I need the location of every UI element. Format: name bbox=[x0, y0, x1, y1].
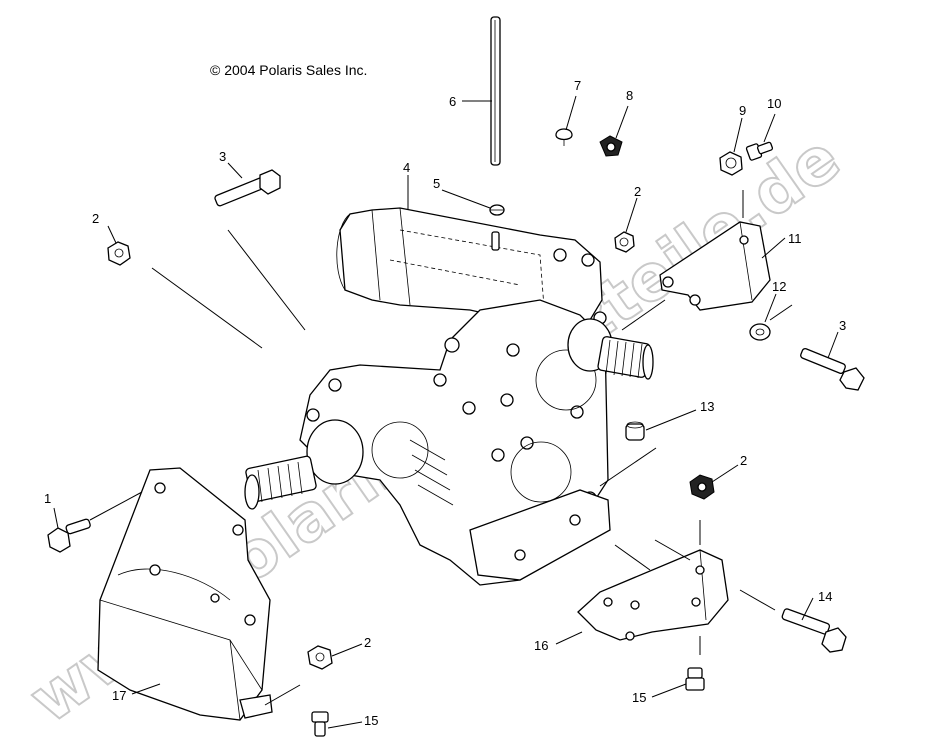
guard-plate-part-17 bbox=[97, 467, 273, 721]
callout-17: 17 bbox=[112, 688, 126, 703]
bracket-part-11 bbox=[659, 221, 771, 311]
clamp-part-7 bbox=[555, 128, 573, 146]
callout-2b: 2 bbox=[634, 184, 641, 199]
bolt-part-3-right bbox=[800, 348, 865, 391]
copyright-notice: © 2004 Polaris Sales Inc. bbox=[210, 62, 368, 78]
transmission-housing-part-4 bbox=[244, 207, 654, 586]
plug-part-5 bbox=[489, 204, 505, 216]
callout-16: 16 bbox=[534, 638, 548, 653]
leader-lines bbox=[53, 95, 839, 729]
callout-5: 5 bbox=[433, 176, 440, 191]
callout-7: 7 bbox=[574, 78, 581, 93]
nut-part-2-right bbox=[689, 474, 715, 500]
nut-part-2-bottom bbox=[307, 645, 333, 670]
rod-part-6 bbox=[490, 16, 501, 166]
callout-3b: 3 bbox=[839, 318, 846, 333]
bolt-part-14 bbox=[781, 608, 847, 653]
mount-bracket-part-16 bbox=[577, 549, 729, 641]
callout-6: 6 bbox=[449, 94, 456, 109]
callout-labels: 1 2 2 2 2 3 3 4 5 6 7 8 9 10 11 12 13 14… bbox=[44, 78, 846, 728]
bolt-part-10 bbox=[745, 141, 774, 161]
nut-part-2-left bbox=[107, 241, 131, 266]
bolt-part-1 bbox=[47, 518, 91, 553]
bolt-part-15-bottom bbox=[311, 711, 329, 737]
clip-part-8 bbox=[599, 135, 623, 157]
callout-3a: 3 bbox=[219, 149, 226, 164]
bolt-part-15-right bbox=[685, 667, 705, 691]
washer-part-12 bbox=[749, 323, 771, 341]
callout-1: 1 bbox=[44, 491, 51, 506]
callout-4: 4 bbox=[403, 160, 410, 175]
callout-15a: 15 bbox=[364, 713, 378, 728]
callout-2c: 2 bbox=[740, 453, 747, 468]
callout-9: 9 bbox=[739, 103, 746, 118]
callout-13: 13 bbox=[700, 399, 714, 414]
callout-12: 12 bbox=[772, 279, 786, 294]
callout-14: 14 bbox=[818, 589, 832, 604]
spacer-part-13 bbox=[625, 421, 645, 441]
callout-2a: 2 bbox=[92, 211, 99, 226]
assembly-lines bbox=[89, 190, 793, 706]
bolt-part-3-left bbox=[214, 169, 281, 207]
callout-8: 8 bbox=[626, 88, 633, 103]
nut-part-2-upper bbox=[614, 231, 635, 253]
nut-part-9 bbox=[719, 151, 743, 176]
callout-2d: 2 bbox=[364, 635, 371, 650]
callout-11: 11 bbox=[788, 231, 802, 246]
callout-10: 10 bbox=[767, 96, 781, 111]
callout-15b: 15 bbox=[632, 690, 646, 705]
